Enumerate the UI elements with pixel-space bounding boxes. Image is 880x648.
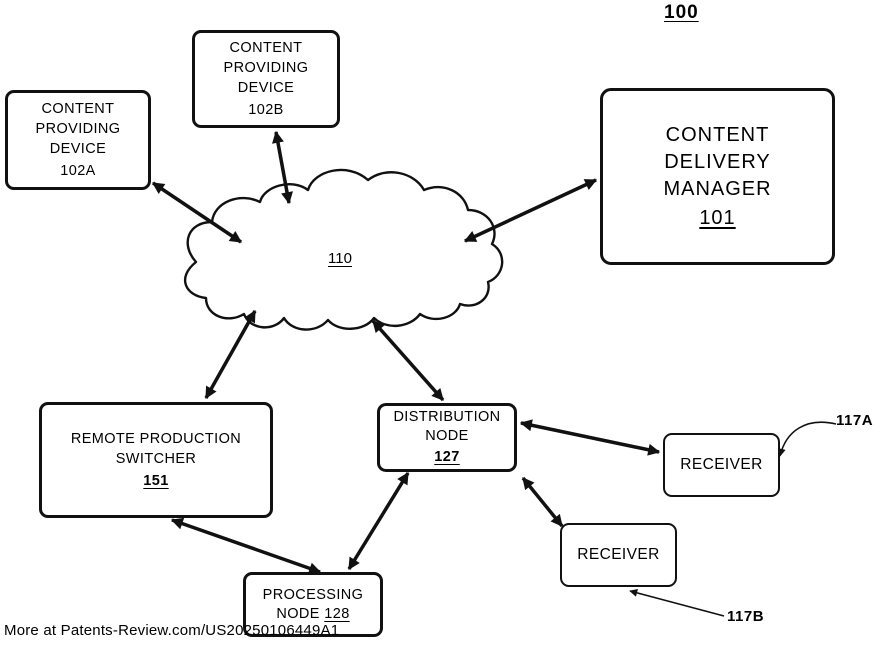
box-content-delivery-manager: CONTENT DELIVERY MANAGER 101 (600, 88, 835, 265)
arrow-cpda-cloud (152, 181, 242, 244)
box-label: CONTENT PROVIDING DEVICE (223, 40, 309, 96)
callout-117b: 117B (727, 608, 765, 625)
arrow-cloud-rps (204, 309, 257, 400)
leader-117b (629, 588, 725, 617)
box-label: RECEIVER (680, 456, 763, 473)
watermark-text: More at Patents-Review.com/US20250106449… (4, 622, 340, 639)
arrow-dn-pn (347, 471, 410, 571)
box-ref: 102B (248, 102, 284, 118)
arrow-cloud-dn (371, 319, 445, 402)
box-label: PROCESSING NODE (262, 586, 364, 622)
arrow-dn-receiver-a (519, 419, 661, 456)
box-processing-node: PROCESSING NODE 128 (243, 572, 383, 637)
leader-117a (777, 421, 837, 457)
arrow-rps-pn (170, 517, 322, 575)
box-ref: 151 (143, 473, 169, 489)
box-text: PROCESSING NODE 128 (254, 586, 372, 624)
callout-117a: 117A (836, 412, 874, 429)
box-receiver-a: RECEIVER (663, 433, 780, 497)
box-content-providing-device-a: CONTENT PROVIDING DEVICE 102A (5, 90, 151, 190)
box-ref: 102A (60, 163, 96, 179)
box-receiver-b: RECEIVER (560, 523, 677, 587)
box-ref: 127 (434, 449, 460, 465)
box-remote-production-switcher: REMOTE PRODUCTION SWITCHER 151 (39, 402, 273, 518)
box-label: CONTENT PROVIDING DEVICE (35, 101, 121, 157)
box-distribution-node: DISTRIBUTION NODE 127 (377, 403, 517, 472)
box-content-providing-device-b: CONTENT PROVIDING DEVICE 102B (192, 30, 340, 128)
box-ref: 101 (699, 206, 736, 229)
box-label: DISTRIBUTION NODE (393, 409, 501, 444)
box-label: REMOTE PRODUCTION SWITCHER (70, 431, 242, 467)
figure-number: 100 (664, 2, 699, 23)
arrow-cloud-cdm (463, 178, 598, 243)
box-ref: 128 (324, 605, 350, 622)
arrow-dn-receiver-b (521, 476, 564, 528)
network-cloud-ref: 110 (328, 250, 352, 267)
arrow-cpdb-cloud (272, 130, 293, 205)
box-label: RECEIVER (577, 546, 660, 563)
box-label: CONTENT DELIVERY MANAGER (663, 123, 772, 200)
